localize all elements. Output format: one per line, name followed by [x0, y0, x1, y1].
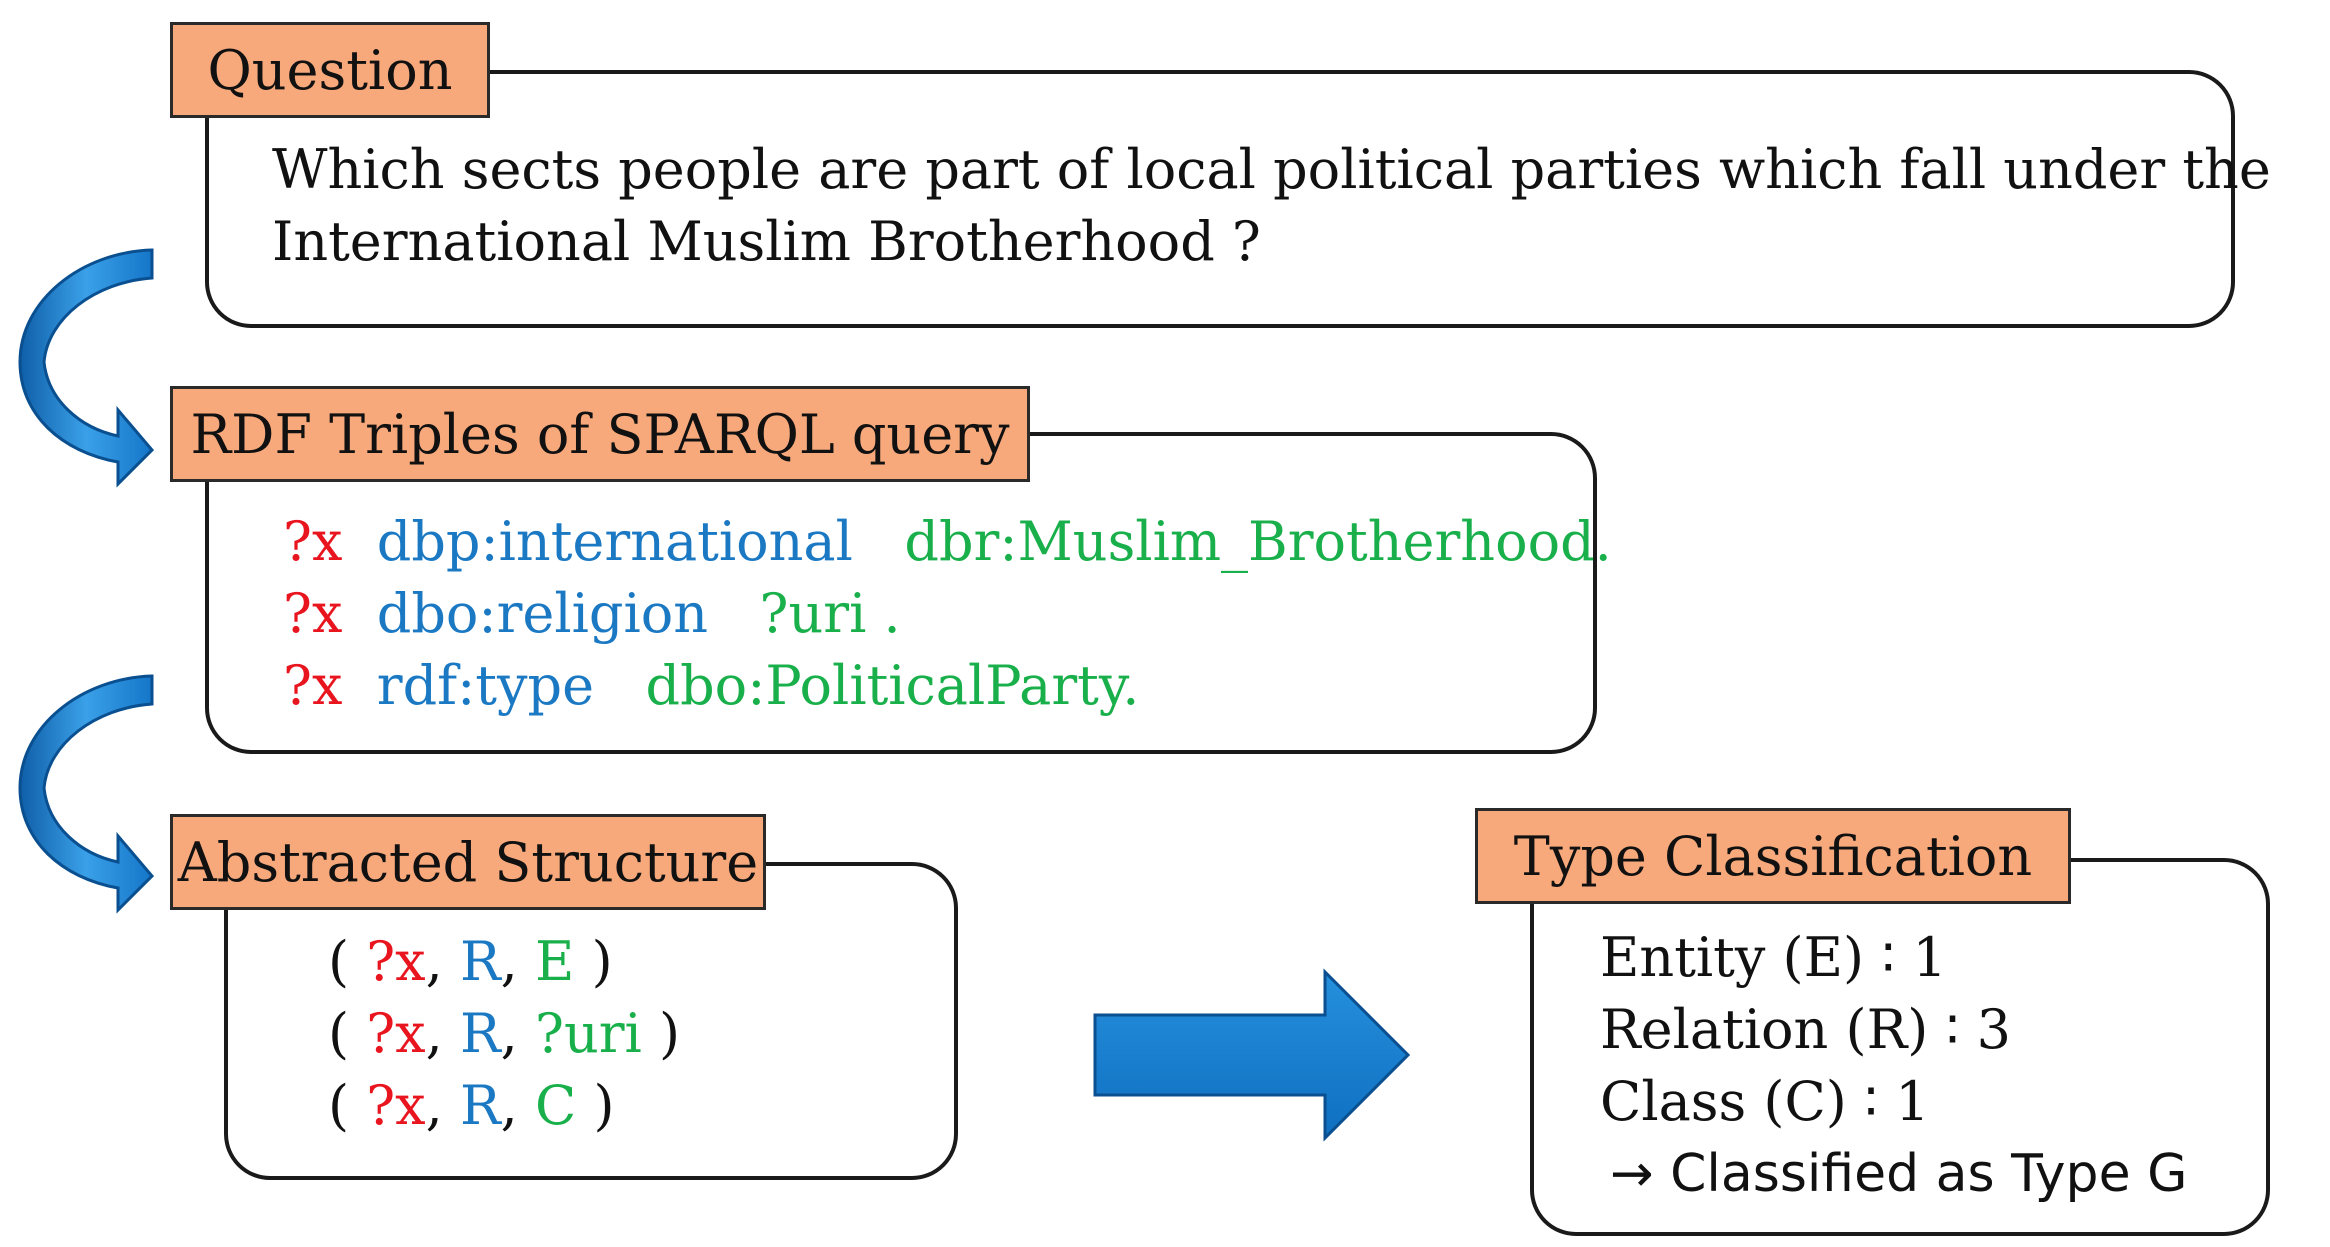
question-box — [205, 70, 2235, 328]
question-line-1: Which sects people are part of local pol… — [272, 138, 2271, 201]
rdf-triple-3: ?x rdf:type dbo:PoliticalParty. — [283, 650, 1139, 722]
triple-subject: ?x — [283, 582, 343, 645]
tuple-a: ?x — [366, 1002, 426, 1065]
triple-predicate: dbo:religion — [376, 582, 709, 645]
triple-object: dbr:Muslim_Brotherhood. — [904, 510, 1612, 573]
classification-label: Type Classification — [1475, 808, 2071, 904]
abstract-tuple-3: ( ?x, R, C ) — [328, 1074, 615, 1137]
rdf-triple-1: ?x dbp:international dbr:Muslim_Brotherh… — [283, 506, 1612, 578]
tuple-b: R — [459, 930, 501, 993]
rdf-triple-2: ?x dbo:religion ?uri . — [283, 578, 901, 650]
tuple-c: E — [535, 930, 575, 993]
classification-line-relation: Relation (R) ∶ 3 — [1600, 998, 2012, 1061]
rdf-label: RDF Triples of SPARQL query — [170, 386, 1030, 482]
tuple-c: ?uri — [535, 1002, 642, 1065]
abstract-tuple-2: ( ?x, R, ?uri ) — [328, 1002, 681, 1065]
classification-line-entity: Entity (E) ∶ 1 — [1600, 926, 1947, 989]
question-line-2: International Muslim Brotherhood ? — [272, 210, 1261, 273]
tuple-a: ?x — [366, 1074, 426, 1137]
question-label: Question — [170, 22, 490, 118]
classification-line-class: Class (C) ∶ 1 — [1600, 1070, 1930, 1133]
triple-predicate: rdf:type — [376, 654, 595, 717]
triple-subject: ?x — [283, 510, 343, 573]
abstract-label: Abstracted Structure — [170, 814, 766, 910]
tuple-c: C — [535, 1074, 577, 1137]
curved-arrow-1 — [18, 248, 155, 488]
triple-object: dbo:PoliticalParty. — [645, 654, 1140, 717]
triple-predicate: dbp:international — [376, 510, 853, 573]
triple-subject: ?x — [283, 654, 343, 717]
curved-arrow-2 — [18, 674, 155, 914]
tuple-b: R — [459, 1074, 501, 1137]
classification-box — [1530, 858, 2270, 1236]
block-arrow-right — [1093, 968, 1411, 1142]
tuple-a: ?x — [366, 930, 426, 993]
abstract-box — [224, 862, 958, 1180]
triple-object: ?uri . — [759, 582, 901, 645]
tuple-b: R — [459, 1002, 501, 1065]
classification-result: → Classified as Type G — [1610, 1144, 2188, 1204]
abstract-tuple-1: ( ?x, R, E ) — [328, 930, 613, 993]
